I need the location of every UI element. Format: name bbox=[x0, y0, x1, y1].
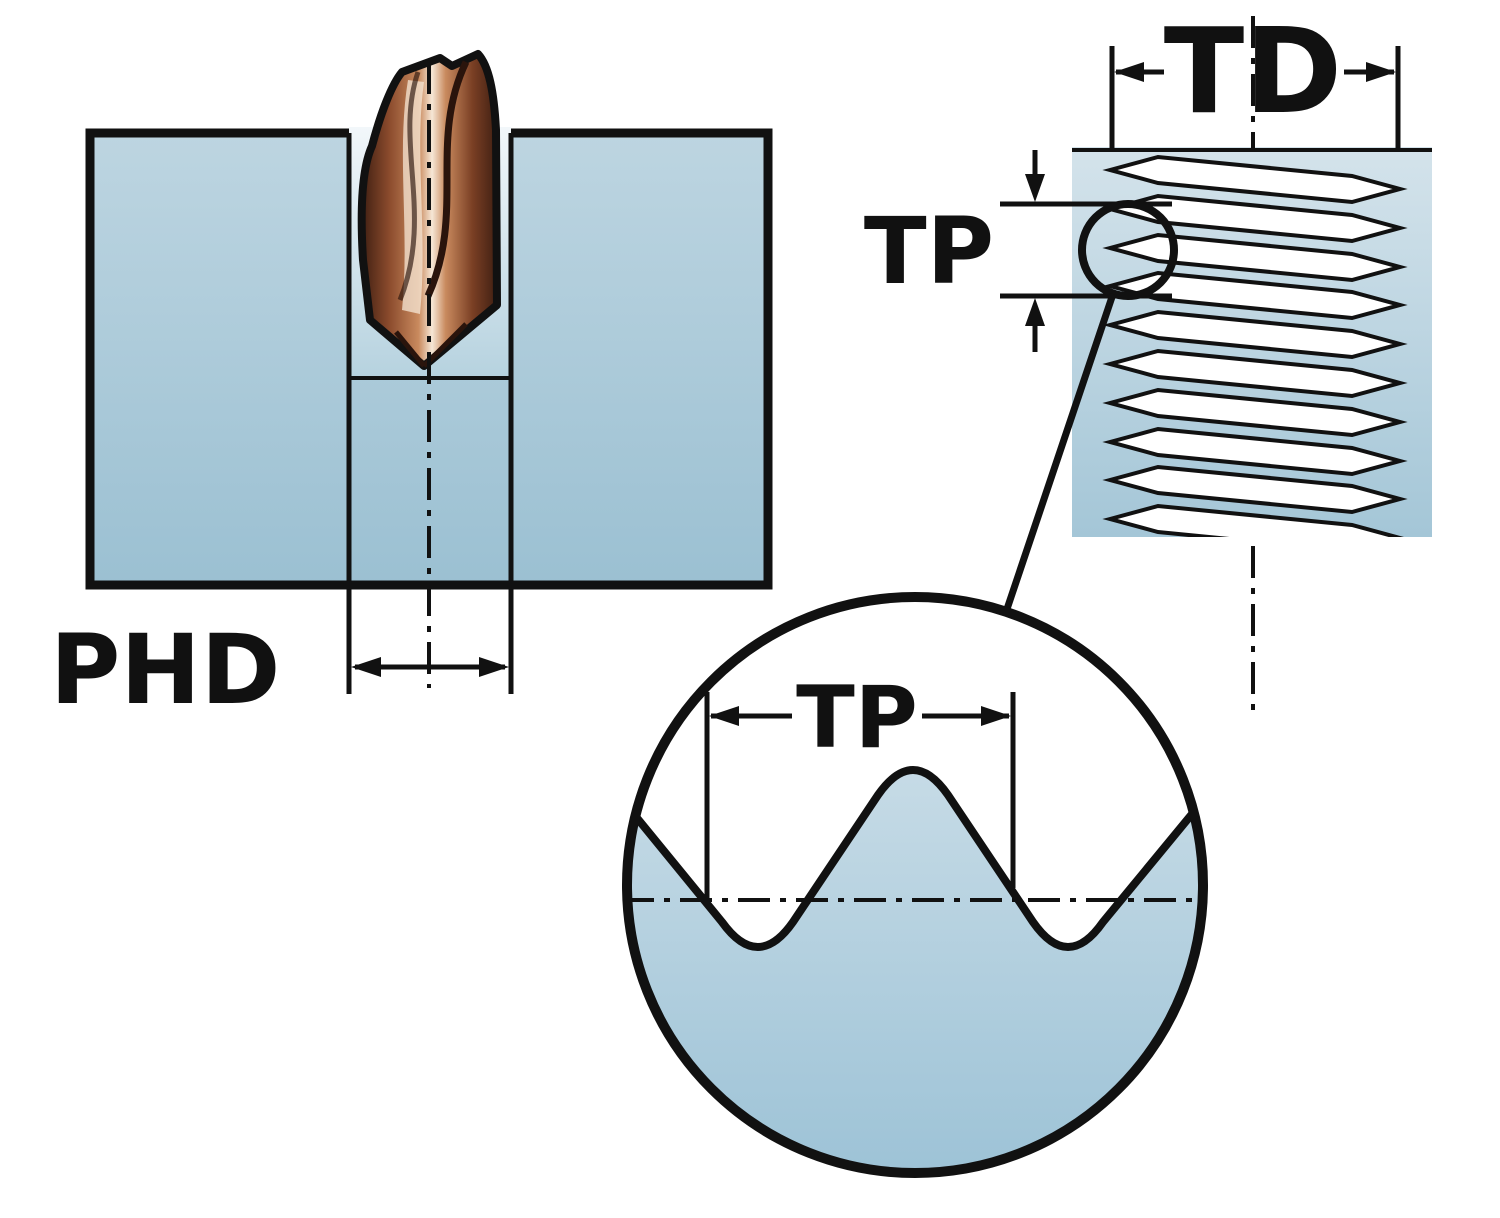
drill-flute-line bbox=[397, 71, 421, 301]
thread-groove bbox=[1102, 464, 1408, 515]
td-label: TD bbox=[1164, 2, 1342, 140]
drill-tip-facet bbox=[394, 330, 426, 368]
detail-indicator-circle bbox=[1078, 200, 1178, 300]
thread-groove bbox=[1102, 232, 1408, 283]
td-arrow-left bbox=[1114, 62, 1144, 82]
tp-detail-arrow-right bbox=[981, 706, 1011, 726]
tp-label-right: TP bbox=[864, 198, 994, 305]
thread-groove bbox=[1102, 387, 1408, 438]
tp-arrow-up bbox=[1025, 298, 1045, 326]
thread-groove bbox=[1102, 503, 1404, 537]
thread-groove bbox=[1102, 348, 1408, 399]
tp-dimension-detail: TP bbox=[704, 668, 1016, 902]
detail-content bbox=[631, 766, 1199, 1169]
td-dimension: TD bbox=[1109, 2, 1401, 150]
thread-profile-material bbox=[631, 770, 1199, 1169]
td-arrow-right bbox=[1366, 62, 1396, 82]
tp-dimension-right: TP bbox=[864, 150, 1172, 352]
detail-view: TP bbox=[622, 592, 1208, 1178]
thread-groove bbox=[1102, 309, 1408, 360]
phd-dimension: PHD bbox=[50, 587, 514, 726]
drill-flute-line bbox=[424, 60, 470, 298]
thread-groove bbox=[1102, 193, 1408, 244]
thread-groove bbox=[1102, 426, 1408, 477]
phd-label: PHD bbox=[50, 614, 280, 726]
tp-arrow-down bbox=[1025, 174, 1045, 202]
detail-leader-line bbox=[1002, 292, 1117, 614]
thread-groove bbox=[1102, 270, 1408, 321]
detail-circle-outline bbox=[622, 592, 1208, 1178]
thread-section bbox=[1072, 147, 1432, 537]
thread-groove bbox=[1102, 154, 1408, 205]
phd-arrow-left bbox=[351, 657, 381, 677]
thread-profile-outline bbox=[631, 766, 1199, 951]
tp-detail-arrow-left bbox=[709, 706, 739, 726]
tp-label-detail: TP bbox=[796, 668, 918, 768]
phd-arrow-right bbox=[479, 657, 509, 677]
